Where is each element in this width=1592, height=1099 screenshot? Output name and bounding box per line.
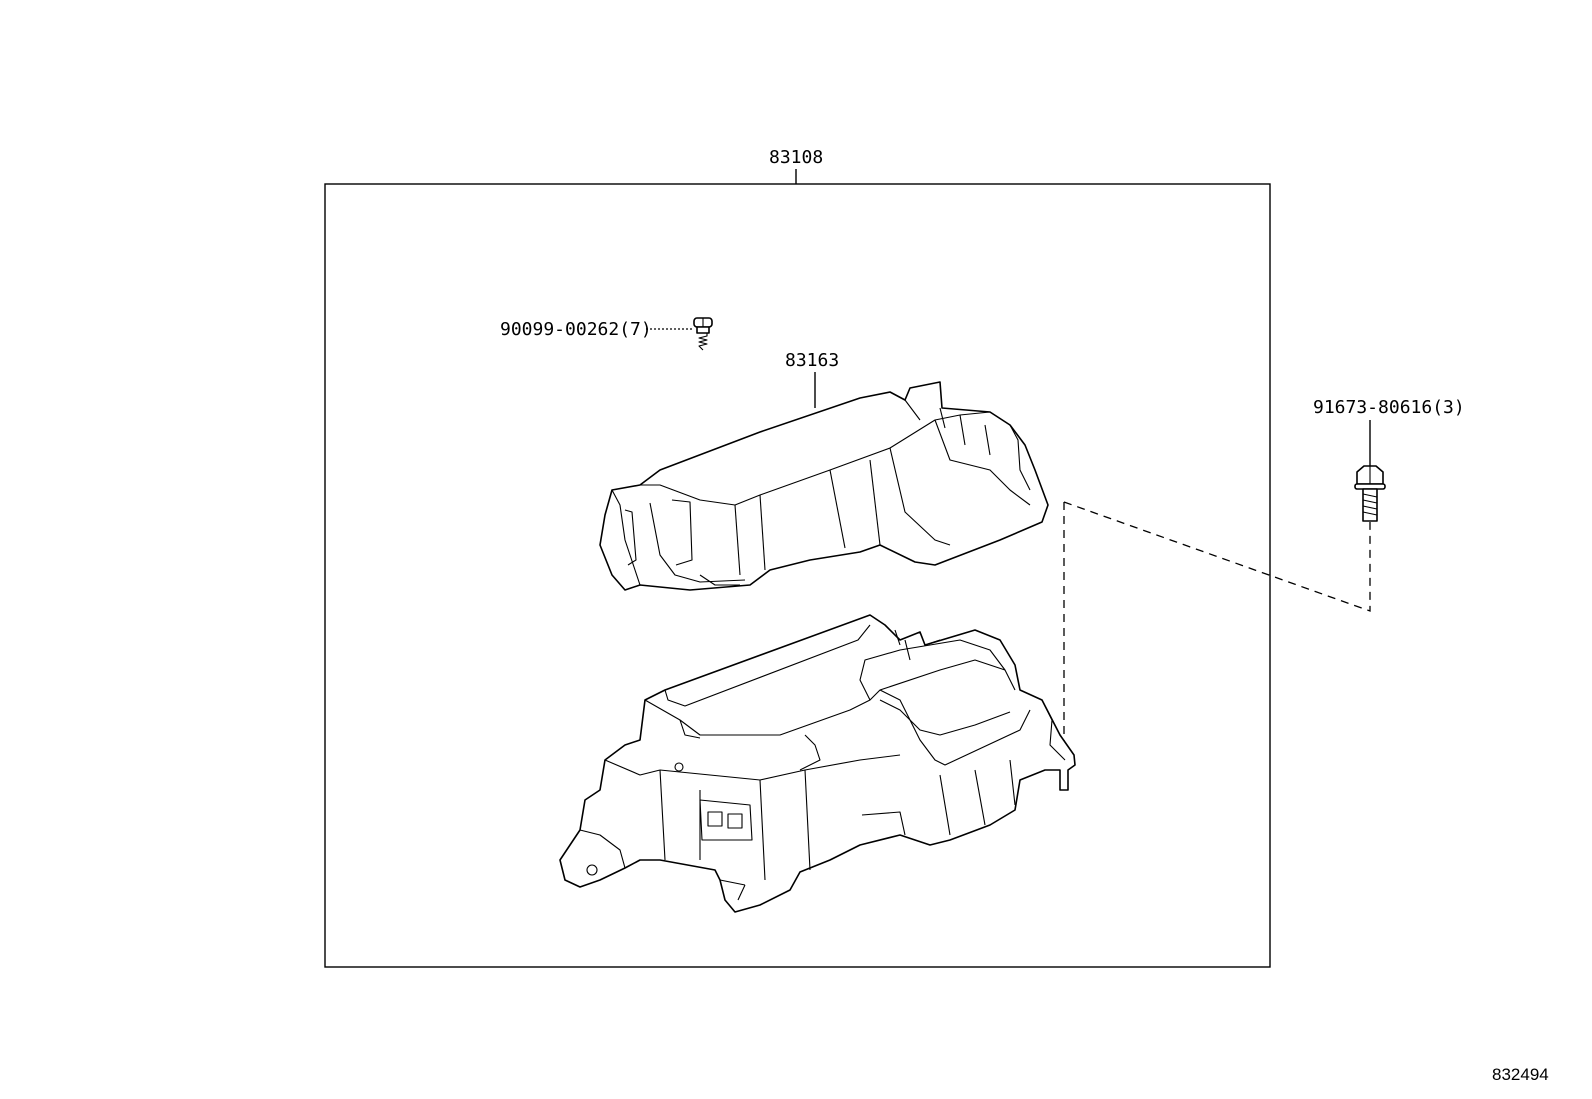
screw-icon[interactable] (693, 317, 713, 351)
screw-label[interactable]: 90099-00262(7) (500, 319, 652, 340)
diagram-id: 832494 (1492, 1065, 1549, 1084)
upper-cover-part[interactable] (599, 381, 1049, 591)
cover-label[interactable]: 83163 (785, 350, 839, 371)
bolt-install-dash-line (1063, 501, 1371, 612)
assembly-frame (324, 183, 1271, 968)
assembly-label[interactable]: 83108 (769, 147, 823, 168)
lower-box-part[interactable] (559, 614, 1076, 913)
bolt-icon[interactable] (1354, 465, 1386, 522)
bolt-label[interactable]: 91673-80616(3) (1313, 397, 1465, 418)
